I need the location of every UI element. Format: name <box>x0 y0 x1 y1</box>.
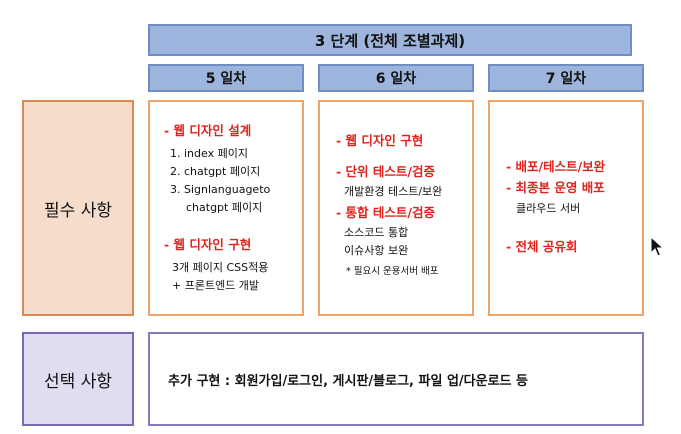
day7-heading-deploy: - 배포/테스트/보완 <box>506 159 606 174</box>
day5-item-index: 1. index 페이지 <box>170 147 248 160</box>
day5-heading-design: - 웹 디자인 설계 <box>164 123 252 138</box>
day7-tasks-panel: - 배포/테스트/보완 - 최종본 운영 배포 클라우드 서버 - 전체 공유회 <box>488 100 644 316</box>
mouse-pointer-icon <box>650 236 664 257</box>
day5-tasks-panel: - 웹 디자인 설계 1. index 페이지 2. chatgpt 페이지 3… <box>148 100 304 316</box>
day6-heading-integration-test: - 통합 테스트/검증 <box>336 205 435 220</box>
required-label-cell: 필수 사항 <box>22 100 134 316</box>
day6-line-source: 소스코드 통합 <box>344 226 409 239</box>
day-header-5: 5 일차 <box>148 64 304 92</box>
optional-text: 추가 구현 : 회원가입/로그인, 게시판/블로그, 파일 업/다운로드 등 <box>168 373 529 389</box>
day6-note-deploy: * 필요시 운용서버 배포 <box>346 266 439 277</box>
required-label: 필수 사항 <box>44 200 112 221</box>
day-header-7: 7 일차 <box>488 64 644 92</box>
day6-line-issues: 이슈사항 보완 <box>344 244 409 257</box>
day6-line-devenv: 개발환경 테스트/보완 <box>344 185 443 198</box>
day-label: 6 일차 <box>375 71 417 87</box>
phase-title: 3 단계 (전체 조별과제) <box>314 31 466 50</box>
day6-heading-implement: - 웹 디자인 구현 <box>336 133 424 148</box>
day5-item-signlanguage: 3. Signlanguageto <box>170 183 271 196</box>
day6-tasks-panel: - 웹 디자인 구현 - 단위 테스트/검증 개발환경 테스트/보완 - 통합 … <box>318 100 474 316</box>
day7-heading-final: - 최종본 운영 배포 <box>506 180 605 195</box>
day5-item-chatgpt: 2. chatgpt 페이지 <box>170 165 261 178</box>
day7-line-cloud: 클라우드 서버 <box>516 202 581 215</box>
day5-line-css: 3개 페이지 CSS적용 <box>172 261 269 274</box>
day6-heading-unit-test: - 단위 테스트/검증 <box>336 164 435 179</box>
optional-label-cell: 선택 사항 <box>22 332 134 426</box>
phase-title-header: 3 단계 (전체 조별과제) <box>148 24 632 56</box>
day7-heading-share: - 전체 공유회 <box>506 239 578 254</box>
day5-heading-implement: - 웹 디자인 구현 <box>164 237 252 252</box>
day5-line-frontend: + 프론트엔드 개발 <box>172 279 260 292</box>
optional-label: 선택 사항 <box>44 371 112 392</box>
day-header-6: 6 일차 <box>318 64 474 92</box>
day-label: 5 일차 <box>205 71 247 87</box>
optional-tasks-panel: 추가 구현 : 회원가입/로그인, 게시판/블로그, 파일 업/다운로드 등 <box>148 332 644 426</box>
day-label: 7 일차 <box>545 71 587 87</box>
day5-item-signlanguage-cont: chatgpt 페이지 <box>186 201 263 214</box>
